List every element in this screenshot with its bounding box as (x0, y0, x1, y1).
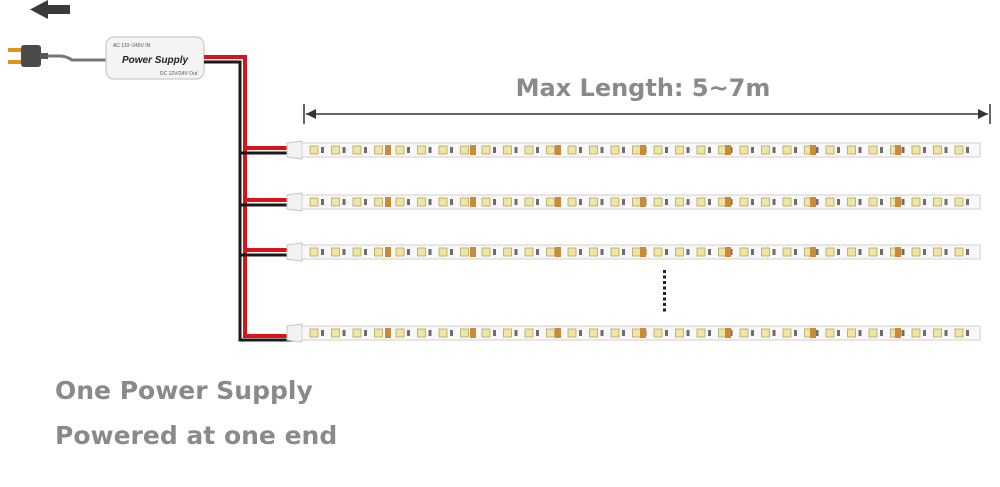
ellipsis-dot (663, 303, 666, 306)
power-supply-label: Power Supply (122, 55, 189, 66)
ellipsis-dot (663, 292, 666, 295)
continuation-dots (663, 270, 666, 312)
arrow-left-icon (30, 0, 70, 19)
max-length-dimension: Max Length: 5~7m (303, 74, 991, 124)
power-supply-box: AC 110~240V IN Power Supply DC 12V/24V O… (105, 36, 205, 80)
ellipsis-dot (663, 281, 666, 284)
output-rating-text: DC 12V/24V Out (160, 71, 198, 77)
led-strip (240, 242, 981, 262)
led-strips (240, 140, 981, 343)
caption-powered-one-end: Powered at one end (55, 421, 338, 450)
ellipsis-dot (663, 286, 666, 290)
trunk-wiring (204, 55, 298, 342)
max-length-label: Max Length: 5~7m (516, 74, 771, 102)
input-cord (48, 54, 108, 62)
led-strip (286, 323, 981, 343)
ellipsis-dot (663, 270, 666, 273)
ellipsis-dot (663, 275, 666, 279)
caption-one-power-supply: One Power Supply (55, 376, 313, 405)
ellipsis-dot (663, 297, 666, 301)
plug-icon (8, 45, 48, 67)
led-strip (240, 140, 981, 160)
led-strip (240, 192, 981, 212)
input-rating-text: AC 110~240V IN (113, 43, 151, 49)
ellipsis-dot (663, 308, 666, 312)
